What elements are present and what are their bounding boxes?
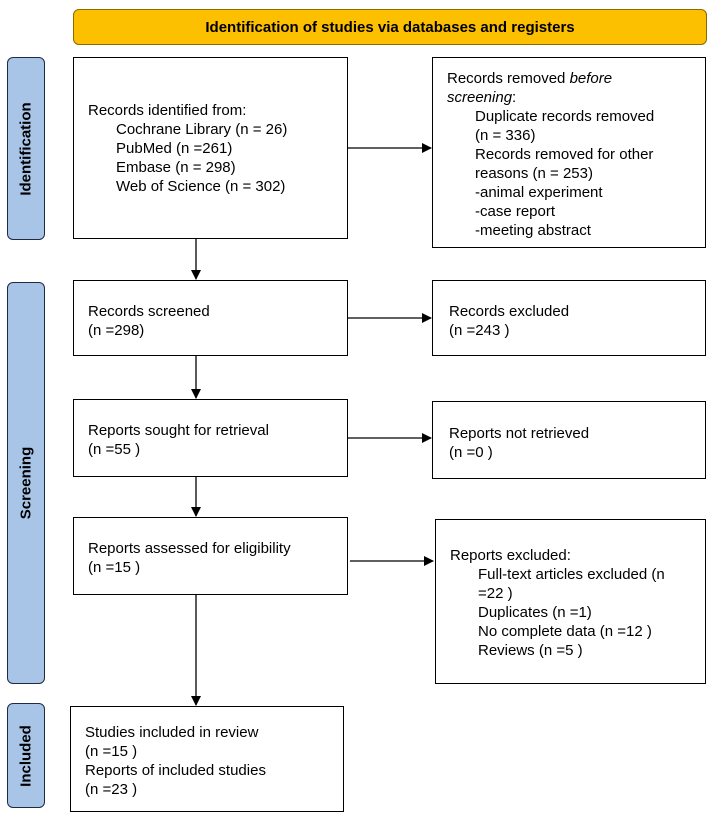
header-title: Identification of studies via databases …: [205, 18, 575, 36]
stage-screening: Screening: [7, 282, 45, 684]
records-removed-item: -meeting abstract: [475, 222, 591, 239]
reports-excluded-item: No complete data (n =12 ): [478, 623, 652, 640]
records-removed-item: Duplicate records removed: [475, 108, 655, 125]
header-banner: Identification of studies via databases …: [73, 9, 707, 45]
reports-not-retrieved-count: (n =0 ): [449, 444, 493, 461]
reports-assessed-label: Reports assessed for eligibility: [88, 540, 291, 557]
records-removed-title: Records removed before screening:: [447, 70, 613, 106]
reports-not-retrieved-label: Reports not retrieved: [449, 425, 590, 442]
records-removed-item: -animal experiment: [475, 184, 603, 201]
records-removed-text: Records removed before screening: Duplica…: [447, 69, 682, 240]
studies-included-box: Studies included in review (n =15 ) Repo…: [70, 706, 344, 812]
studies-included-label: Studies included in review: [85, 724, 259, 741]
reports-assessed-box: Reports assessed for eligibility (n =15 …: [73, 517, 348, 595]
source-item: Embase (n = 298): [116, 159, 236, 176]
records-excluded-count: (n =243 ): [449, 322, 510, 339]
records-screened-count: (n =298): [88, 322, 145, 339]
source-item: Web of Science (n = 302): [116, 178, 286, 195]
reports-excluded-title: Reports excluded:: [450, 547, 571, 564]
reports-assessed-count: (n =15 ): [88, 559, 141, 576]
reports-excluded-item: =22 ): [478, 585, 513, 602]
records-identified-box: Records identified from: Cochrane Librar…: [73, 57, 348, 239]
records-removed-item: (n = 336): [475, 127, 536, 144]
studies-included-count: (n =15 ): [85, 743, 138, 760]
records-removed-item: Records removed for other: [475, 146, 654, 163]
reports-excluded-item: Duplicates (n =1): [478, 604, 592, 621]
reports-excluded-box: Reports excluded: Full-text articles exc…: [435, 519, 706, 684]
reports-not-retrieved-box: Reports not retrieved (n =0 ): [432, 401, 706, 479]
reports-included-count: (n =23 ): [85, 781, 138, 798]
source-item: Cochrane Library (n = 26): [116, 121, 288, 138]
records-removed-item: reasons (n = 253): [475, 165, 593, 182]
reports-sought-label: Reports sought for retrieval: [88, 422, 269, 439]
records-excluded-label: Records excluded: [449, 303, 570, 320]
records-excluded-box: Records excluded (n =243 ): [432, 280, 706, 356]
stage-included: Included: [7, 703, 45, 808]
records-screened-label: Records screened: [88, 303, 210, 320]
reports-sought-box: Reports sought for retrieval (n =55 ): [73, 399, 348, 477]
source-item: PubMed (n =261): [116, 140, 233, 157]
records-removed-box: Records removed before screening: Duplica…: [432, 57, 706, 248]
records-screened-box: Records screened (n =298): [73, 280, 348, 356]
stage-identification: Identification: [7, 57, 45, 240]
records-identified-title: Records identified from:: [88, 102, 247, 119]
records-removed-item: -case report: [475, 203, 556, 220]
reports-included-label: Reports of included studies: [85, 762, 266, 779]
reports-excluded-item: Reviews (n =5 ): [478, 642, 583, 659]
records-identified-text: Records identified from: Cochrane Librar…: [88, 101, 287, 196]
reports-excluded-item: Full-text articles excluded (n: [478, 566, 665, 583]
reports-sought-count: (n =55 ): [88, 441, 141, 458]
